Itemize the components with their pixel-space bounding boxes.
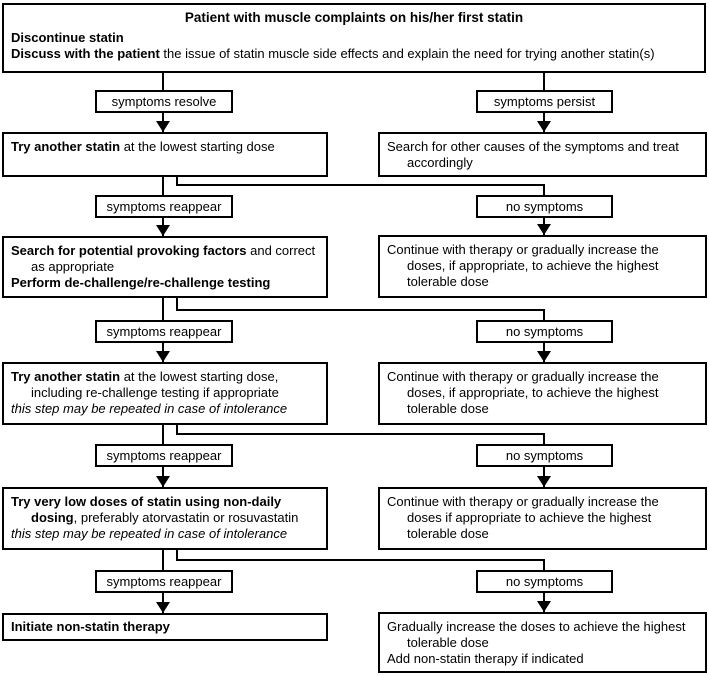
arrow-down-icon bbox=[156, 225, 170, 236]
label-no-symptoms-1: no symptoms bbox=[476, 195, 613, 218]
page-title: Patient with muscle complaints on his/he… bbox=[184, 10, 524, 25]
connector-vertical bbox=[543, 73, 545, 90]
label-no-symptoms-4: no symptoms bbox=[476, 570, 613, 593]
process-continue-therapy-3: Continue with therapy or gradually incre… bbox=[378, 487, 707, 550]
arrow-down-icon bbox=[156, 121, 170, 132]
label-symptoms-reappear-2: symptoms reappear bbox=[95, 320, 233, 343]
arrow-down-icon bbox=[156, 602, 170, 613]
arrow-down-icon bbox=[156, 476, 170, 487]
arrow-down-icon bbox=[537, 476, 551, 487]
process-initiate-non-statin-therapy: Initiate non-statin therapy bbox=[2, 613, 328, 641]
process-try-another-statin: Try another statin at the lowest startin… bbox=[2, 132, 328, 177]
connector-horizontal bbox=[176, 184, 545, 186]
connector-horizontal bbox=[176, 433, 545, 435]
process-gradually-increase-add-nonstatin: Gradually increase the doses to achieve … bbox=[378, 612, 707, 673]
connector-vertical bbox=[176, 298, 178, 311]
connector-horizontal bbox=[176, 559, 545, 561]
label-no-symptoms-3: no symptoms bbox=[476, 444, 613, 467]
header-box: Patient with muscle complaints on his/he… bbox=[2, 3, 706, 73]
process-continue-therapy-2: Continue with therapy or gradually incre… bbox=[378, 362, 707, 425]
process-search-other-causes: Search for other causes of the symptoms … bbox=[378, 132, 707, 177]
process-try-another-statin-rechallenge: Try another statin at the lowest startin… bbox=[2, 362, 328, 425]
connector-vertical bbox=[162, 73, 164, 90]
process-continue-therapy-1: Continue with therapy or gradually incre… bbox=[378, 235, 707, 298]
process-very-low-dose-non-daily: Try very low doses of statin using non-d… bbox=[2, 487, 328, 550]
arrow-down-icon bbox=[537, 601, 551, 612]
connector-vertical bbox=[176, 177, 178, 186]
arrow-down-icon bbox=[537, 121, 551, 132]
header-line-discontinue: Discontinue statin bbox=[11, 30, 124, 45]
connector-vertical bbox=[543, 184, 545, 195]
label-symptoms-resolve: symptoms resolve bbox=[95, 90, 233, 113]
label-symptoms-reappear-4: symptoms reappear bbox=[95, 570, 233, 593]
connector-horizontal bbox=[176, 309, 545, 311]
arrow-down-icon bbox=[156, 351, 170, 362]
connector-vertical bbox=[543, 433, 545, 444]
connector-vertical bbox=[543, 559, 545, 570]
label-symptoms-reappear-3: symptoms reappear bbox=[95, 444, 233, 467]
header-line-discuss: Discuss with the patient the issue of st… bbox=[11, 46, 655, 61]
connector-vertical bbox=[176, 550, 178, 561]
connector-vertical bbox=[162, 298, 164, 320]
connector-vertical bbox=[162, 177, 164, 195]
label-no-symptoms-2: no symptoms bbox=[476, 320, 613, 343]
arrow-down-icon bbox=[537, 224, 551, 235]
connector-vertical bbox=[176, 425, 178, 435]
label-symptoms-reappear-1: symptoms reappear bbox=[95, 195, 233, 218]
connector-vertical bbox=[162, 425, 164, 444]
connector-vertical bbox=[162, 550, 164, 570]
label-symptoms-persist: symptoms persist bbox=[476, 90, 613, 113]
arrow-down-icon bbox=[537, 351, 551, 362]
process-search-provoking-factors: Search for potential provoking factors a… bbox=[2, 236, 328, 298]
connector-vertical bbox=[543, 309, 545, 320]
